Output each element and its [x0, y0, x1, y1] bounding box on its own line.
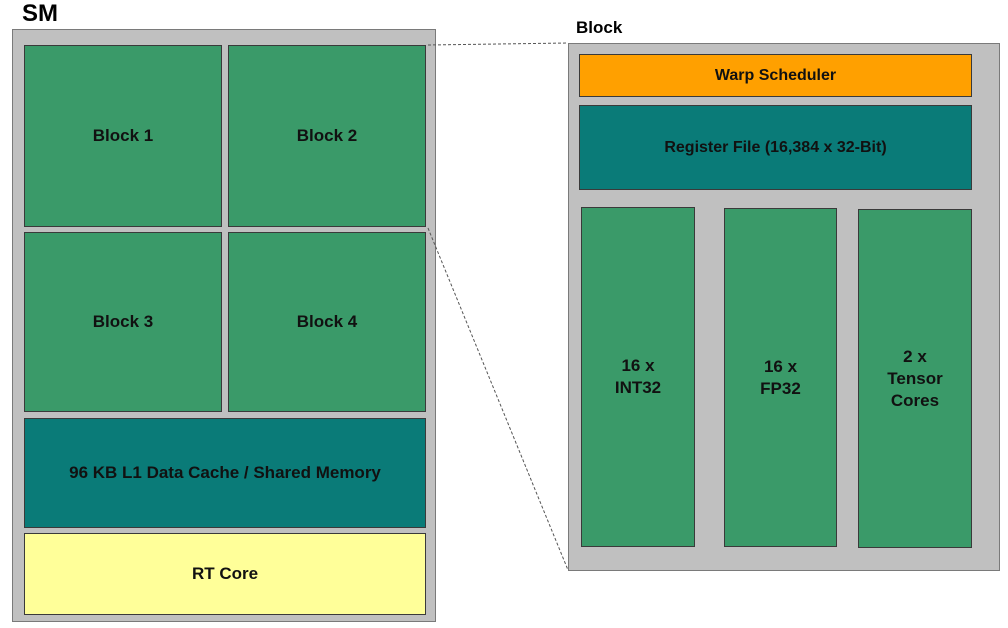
zoom-line-top [427, 42, 569, 46]
register-file: Register File (16,384 x 32-Bit) [579, 105, 972, 190]
sm-block-2: Block 2 [228, 45, 426, 227]
rt-core: RT Core [24, 533, 426, 615]
sm-title: SM [22, 0, 58, 27]
sm-block-4: Block 4 [228, 232, 426, 412]
warp-scheduler: Warp Scheduler [579, 54, 972, 97]
l1-cache-shared-memory: 96 KB L1 Data Cache / Shared Memory [24, 418, 426, 528]
block-detail-title: Block [576, 18, 623, 37]
int32-unit: 16 x INT32 [581, 207, 695, 547]
sm-block-3: Block 3 [24, 232, 222, 412]
sm-block-1: Block 1 [24, 45, 222, 227]
fp32-unit: 16 x FP32 [724, 208, 837, 547]
tensor-cores-unit: 2 x Tensor Cores [858, 209, 972, 548]
zoom-line-bottom [427, 227, 569, 571]
